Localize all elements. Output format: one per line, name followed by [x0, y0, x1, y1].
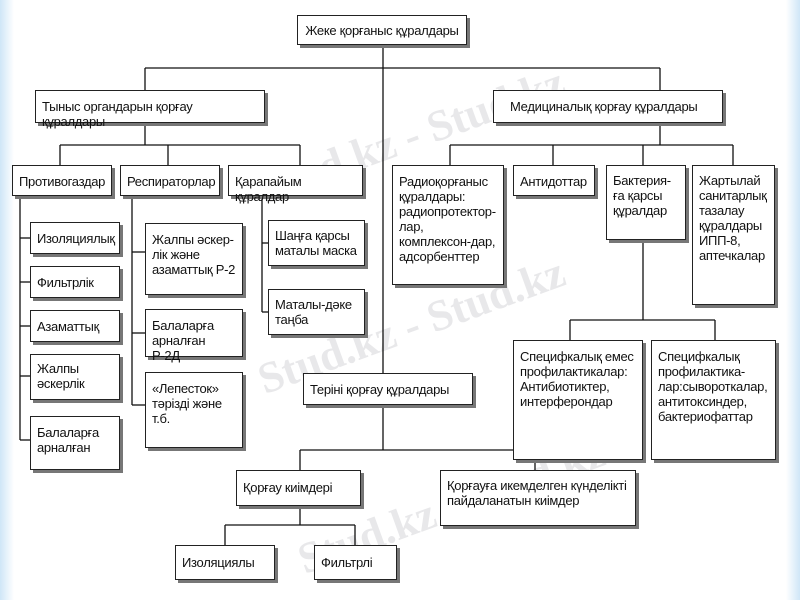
gas-masks-node: Противогаздар: [12, 165, 112, 196]
specific-prophylaxis-node: Специфкалық профилактика-лар:сывороткала…: [651, 340, 776, 460]
root-node: Жеке қорғаныс құралдары: [297, 15, 467, 45]
antibacterial-node: Бактерия-ға қарсы құралдар: [606, 165, 686, 240]
simple-type-dust-mask: Шаңға қарсы маталы маска: [268, 220, 365, 266]
radio-protection-node: Радиоқорғаныс құралдары: радиопротектор-…: [392, 165, 504, 285]
nonspecific-prophylaxis-node: Специфкалық емес профилактикалар: Антиби…: [513, 340, 643, 460]
filtering-clothing-node: Фильтрлі: [314, 545, 397, 580]
breathing-protection-node: Тыныс органдарын қорғау құралдары: [35, 90, 265, 129]
sanitary-node: Жартылай санитарлық тазалау құралдары ИП…: [692, 165, 775, 305]
gas-mask-type-military: Жалпы әскерлік: [30, 354, 120, 400]
skin-protection-node: Теріні қорғау құралдары: [303, 373, 473, 405]
respirator-type-petal: «Лепесток» тәрізді және т.б.: [145, 372, 243, 448]
antidotes-node: Антидоттар: [513, 165, 595, 196]
simple-means-node: Қарапайым құралдар: [228, 165, 363, 204]
medical-protection-node: Медициналық қорғау құралдары: [493, 90, 723, 123]
gas-mask-type-children: Балаларға арналған: [30, 416, 120, 470]
respirators-node: Респираторлар: [120, 165, 220, 196]
simple-type-gauze: Маталы-дәке таңба: [268, 289, 365, 335]
respirator-type-r2: Жалпы әскер-лік және азаматтық Р-2: [145, 223, 243, 295]
respirator-type-r2d: Балаларға арналған Р-2Д: [145, 309, 243, 363]
gas-mask-type-civil: Азаматтық: [30, 310, 120, 342]
everyday-clothing-node: Қорғауға икемделген күнделікті пайдалана…: [440, 470, 636, 526]
gas-mask-type-filtering: Фильтрлік: [30, 266, 120, 298]
gas-mask-type-isolating: Изоляциялық: [30, 222, 120, 254]
protective-clothing-node: Қорғау киімдері: [236, 470, 361, 506]
isolating-clothing-node: Изоляциялы: [175, 545, 275, 580]
